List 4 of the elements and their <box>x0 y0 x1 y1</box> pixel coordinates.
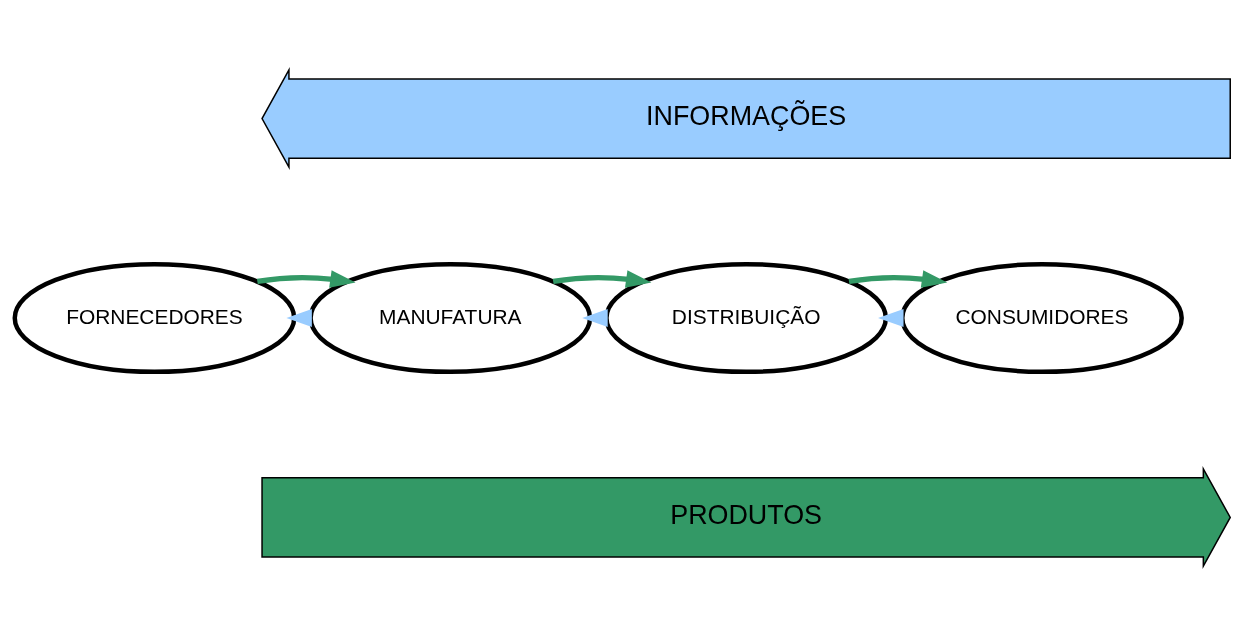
arrow <box>552 270 652 288</box>
arrow <box>848 270 948 288</box>
node-ellipse: FORNECEDORES <box>12 261 297 375</box>
arrow <box>256 270 356 288</box>
